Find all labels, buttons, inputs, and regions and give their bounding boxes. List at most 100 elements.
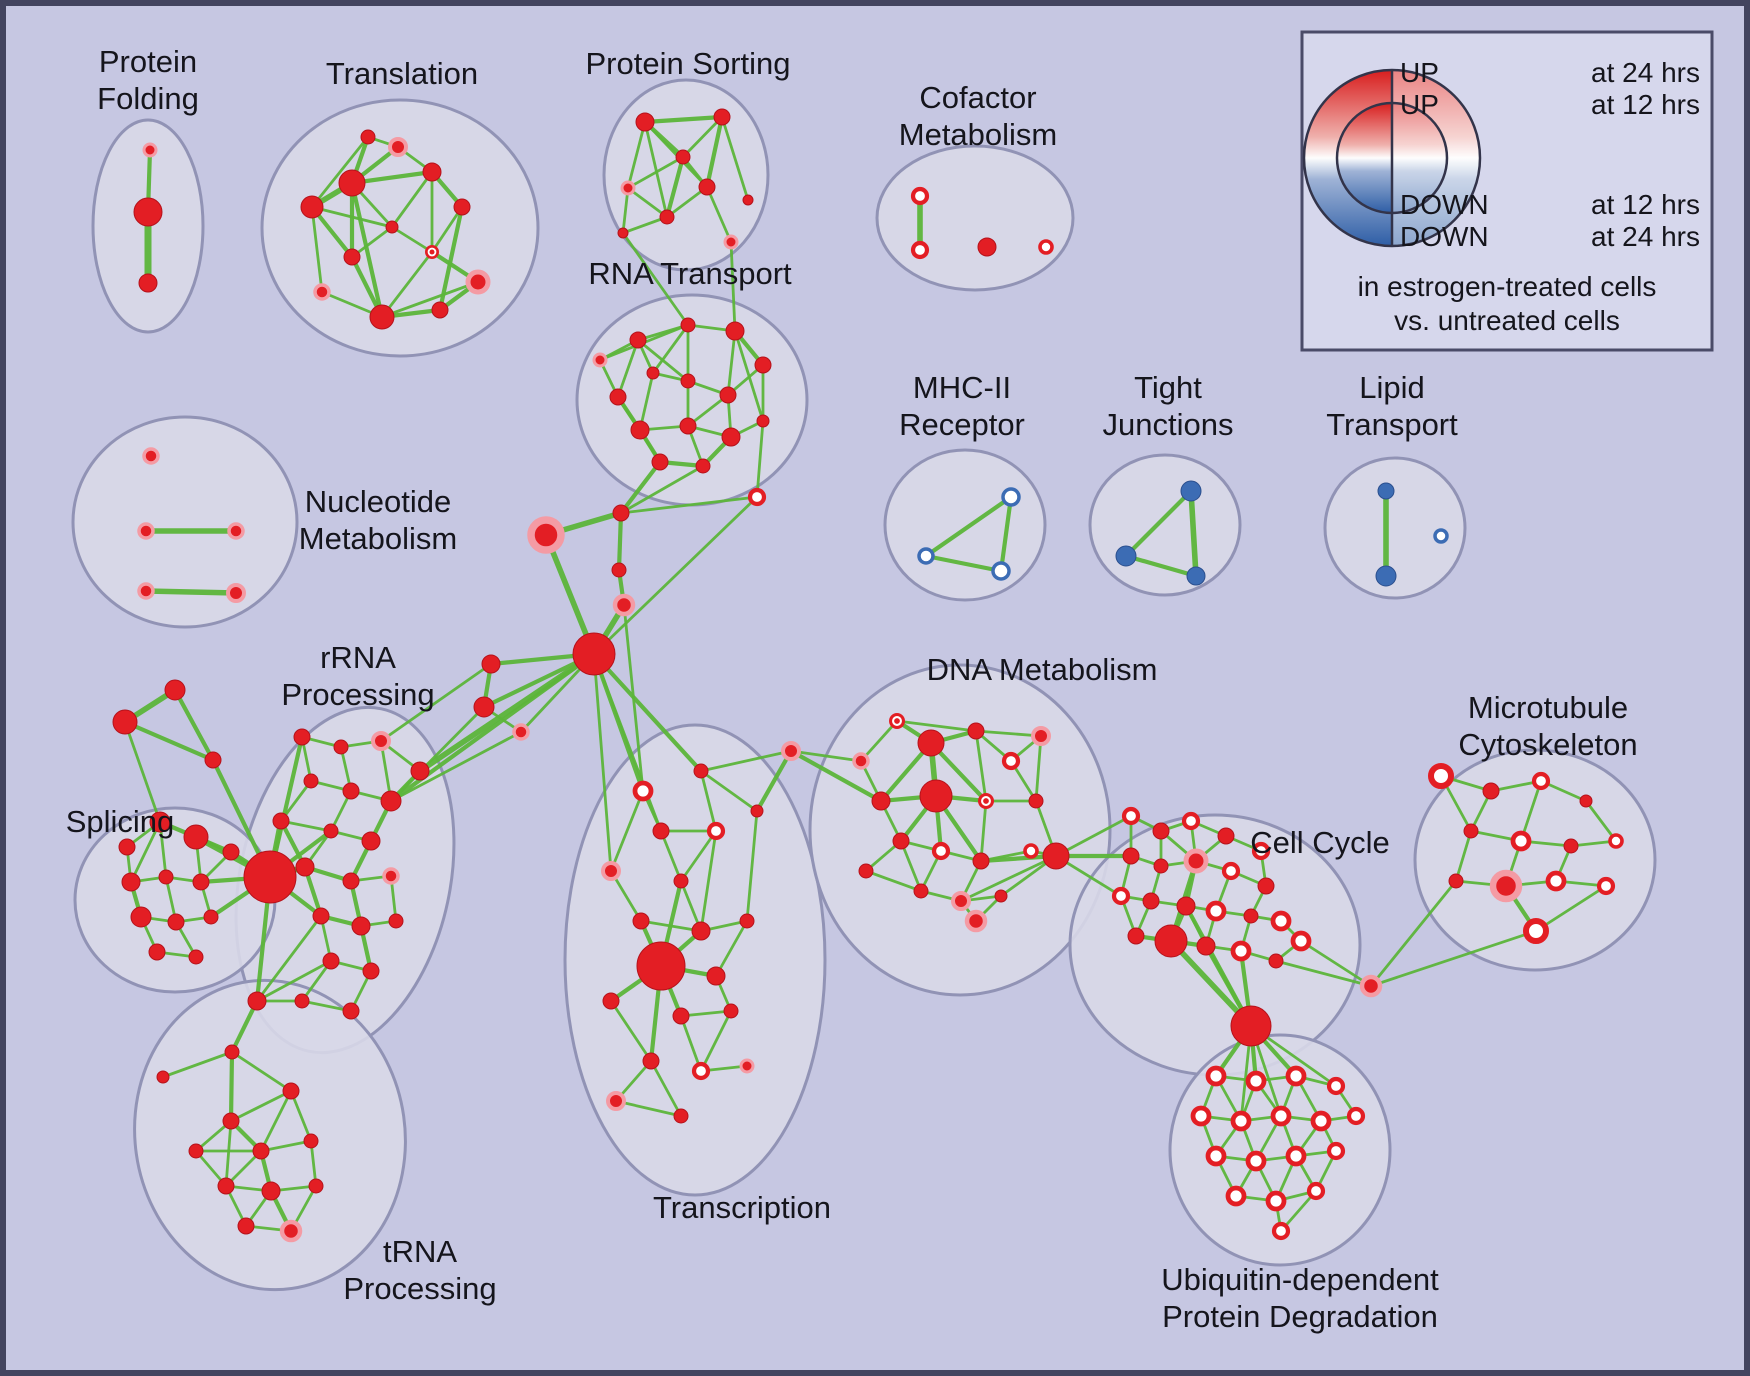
network-node[interactable] — [1563, 838, 1579, 854]
network-node[interactable] — [1375, 565, 1397, 587]
network-node[interactable] — [713, 108, 731, 126]
network-node[interactable] — [978, 793, 994, 809]
network-node[interactable] — [609, 388, 627, 406]
network-node[interactable] — [723, 234, 739, 250]
network-node[interactable] — [188, 949, 204, 965]
network-node[interactable] — [300, 195, 324, 219]
network-node[interactable] — [1042, 842, 1070, 870]
network-node[interactable] — [388, 913, 404, 929]
network-node[interactable] — [910, 240, 930, 260]
network-node[interactable] — [133, 197, 163, 227]
network-node[interactable] — [167, 913, 185, 931]
network-node[interactable] — [410, 761, 430, 781]
network-node[interactable] — [1310, 1110, 1332, 1132]
network-node[interactable] — [951, 891, 971, 911]
network-node[interactable] — [994, 889, 1008, 903]
network-node[interactable] — [1271, 1221, 1291, 1241]
network-node[interactable] — [1243, 908, 1259, 924]
network-node[interactable] — [1180, 480, 1202, 502]
network-node[interactable] — [362, 962, 380, 980]
network-node[interactable] — [1205, 1065, 1227, 1087]
network-node[interactable] — [680, 317, 696, 333]
network-node[interactable] — [754, 356, 772, 374]
network-node[interactable] — [636, 941, 686, 991]
network-node[interactable] — [1221, 861, 1241, 881]
network-node[interactable] — [279, 1219, 303, 1243]
network-node[interactable] — [1433, 528, 1449, 544]
network-node[interactable] — [385, 220, 399, 234]
network-node[interactable] — [919, 779, 953, 813]
network-node[interactable] — [691, 921, 711, 941]
network-node[interactable] — [342, 782, 360, 800]
network-node[interactable] — [642, 1052, 660, 1070]
network-node[interactable] — [112, 709, 138, 735]
network-node[interactable] — [972, 852, 990, 870]
network-node[interactable] — [252, 1142, 270, 1160]
network-node[interactable] — [913, 883, 929, 899]
network-node[interactable] — [1285, 1065, 1307, 1087]
network-node[interactable] — [659, 209, 675, 225]
network-node[interactable] — [1028, 793, 1044, 809]
network-node[interactable] — [871, 791, 891, 811]
network-node[interactable] — [651, 453, 669, 471]
network-node[interactable] — [1176, 896, 1196, 916]
network-node[interactable] — [1482, 782, 1500, 800]
network-node[interactable] — [1154, 924, 1188, 958]
network-node[interactable] — [723, 1003, 739, 1019]
network-node[interactable] — [611, 562, 627, 578]
network-node[interactable] — [142, 142, 158, 158]
network-node[interactable] — [698, 178, 716, 196]
network-node[interactable] — [739, 1058, 755, 1074]
network-node[interactable] — [892, 832, 910, 850]
network-node[interactable] — [1038, 239, 1054, 255]
network-node[interactable] — [425, 245, 439, 259]
network-node[interactable] — [1205, 900, 1227, 922]
network-node[interactable] — [369, 304, 395, 330]
network-node[interactable] — [227, 522, 245, 540]
network-node[interactable] — [130, 906, 152, 928]
network-node[interactable] — [512, 723, 530, 741]
network-node[interactable] — [1463, 823, 1479, 839]
network-node[interactable] — [361, 831, 381, 851]
network-node[interactable] — [606, 1091, 626, 1111]
network-node[interactable] — [156, 1070, 170, 1084]
network-node[interactable] — [1245, 1070, 1267, 1092]
network-node[interactable] — [453, 198, 471, 216]
network-node[interactable] — [632, 912, 650, 930]
network-node[interactable] — [1181, 811, 1201, 831]
network-node[interactable] — [118, 838, 136, 856]
network-node[interactable] — [148, 943, 166, 961]
network-node[interactable] — [294, 993, 310, 1009]
network-node[interactable] — [725, 321, 745, 341]
network-node[interactable] — [1265, 1190, 1287, 1212]
network-node[interactable] — [1326, 1076, 1346, 1096]
network-node[interactable] — [247, 991, 267, 1011]
network-node[interactable] — [1290, 930, 1312, 952]
network-node[interactable] — [342, 1002, 360, 1020]
network-node[interactable] — [679, 417, 697, 435]
network-node[interactable] — [620, 180, 636, 196]
network-node[interactable] — [572, 632, 616, 676]
network-node[interactable] — [852, 752, 870, 770]
network-node[interactable] — [188, 1143, 204, 1159]
network-node[interactable] — [706, 821, 726, 841]
network-node[interactable] — [1596, 876, 1616, 896]
network-node[interactable] — [1285, 1145, 1307, 1167]
network-node[interactable] — [1217, 827, 1235, 845]
network-node[interactable] — [629, 331, 647, 349]
network-node[interactable] — [1230, 1005, 1272, 1047]
network-node[interactable] — [1031, 726, 1051, 746]
network-node[interactable] — [303, 773, 319, 789]
network-node[interactable] — [1142, 892, 1160, 910]
network-node[interactable] — [1001, 487, 1021, 507]
network-node[interactable] — [149, 811, 171, 833]
network-node[interactable] — [1183, 848, 1209, 874]
network-node[interactable] — [137, 582, 155, 600]
network-node[interactable] — [617, 227, 629, 239]
network-node[interactable] — [1186, 566, 1206, 586]
network-node[interactable] — [164, 679, 186, 701]
network-node[interactable] — [388, 137, 408, 157]
network-node[interactable] — [742, 194, 754, 206]
network-node[interactable] — [1152, 822, 1170, 840]
network-node[interactable] — [1523, 918, 1549, 944]
